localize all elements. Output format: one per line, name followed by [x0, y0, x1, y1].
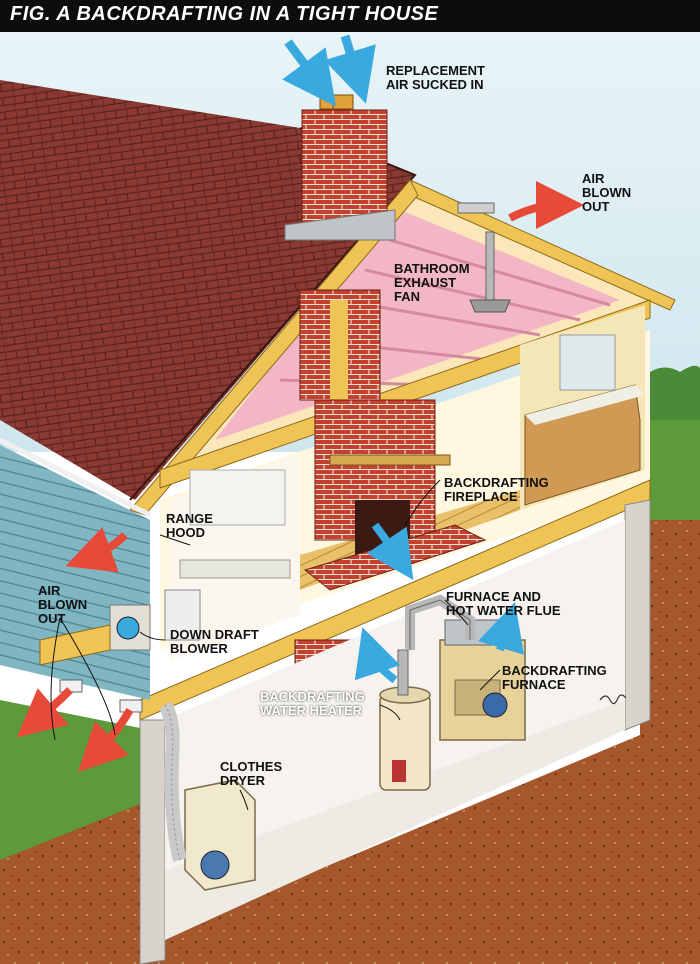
ground-dirt [0, 800, 150, 964]
vent-right [119, 699, 143, 713]
callout-furnace-flue: FURNACE AND HOT WATER FLUE [446, 589, 561, 618]
bathroom-fan-vent [457, 202, 495, 214]
water-heater [379, 649, 431, 791]
air-out-arrow-top [508, 181, 584, 230]
chimney-flashing [284, 209, 396, 241]
callout-air-blown-out-left: AIR BLOWN OUT [38, 583, 88, 626]
clothes-dryer [184, 779, 256, 891]
header-bar: FIG. A BACKDRAFTING IN A TIGHT HOUSE [0, 0, 700, 32]
ground-dirt-right [150, 520, 700, 964]
fireplace-backdraft-arrow [366, 522, 414, 580]
bathroom-fan-pipe [485, 231, 495, 303]
water-heater-backdraft-arrow [354, 627, 401, 684]
air-out-arrow-vent2 [78, 707, 134, 772]
air-out-arrow-vent1 [16, 687, 73, 738]
foundation-wall [139, 719, 166, 964]
callout-clothes-dryer: CLOTHES DRYER [220, 759, 283, 788]
callout-down-draft-blower: DOWN DRAFT BLOWER [170, 627, 259, 656]
furnace [439, 619, 526, 741]
basement-floor [165, 700, 625, 940]
house-illustration [0, 32, 700, 964]
furnace-backdraft-arrow [478, 602, 525, 655]
callout-replacement-air: REPLACEMENT AIR SUCKED IN [386, 63, 485, 92]
callout-backdrafting-water-heater: BACKDRAFTING WATER HEATER [260, 689, 365, 718]
callout-range-hood: RANGE HOOD [166, 511, 213, 540]
air-out-arrow-range [65, 527, 128, 573]
bathroom-mirror [559, 334, 616, 391]
air-in-arrow-1 [282, 39, 337, 107]
callout-backdrafting-furnace: BACKDRAFTING FURNACE [502, 663, 607, 692]
fireplace-mantel [329, 454, 451, 466]
down-draft-blower [109, 604, 151, 651]
artist-signature [599, 694, 627, 705]
figure-title: FIG. A BACKDRAFTING IN A TIGHT HOUSE [10, 3, 439, 25]
callout-air-blown-out-top: AIR BLOWN OUT [582, 171, 632, 214]
vent-left [59, 679, 83, 693]
chimney-top [301, 109, 388, 231]
kitchen-cabinets-upper [189, 469, 286, 526]
callout-backdrafting-fireplace: BACKDRAFTING FIREPLACE [444, 475, 549, 504]
range [164, 589, 201, 641]
callout-bathroom-fan: BATHROOM EXHAUST FAN [394, 261, 470, 304]
kitchen-counter [179, 559, 291, 579]
air-in-arrow-2 [324, 34, 376, 104]
